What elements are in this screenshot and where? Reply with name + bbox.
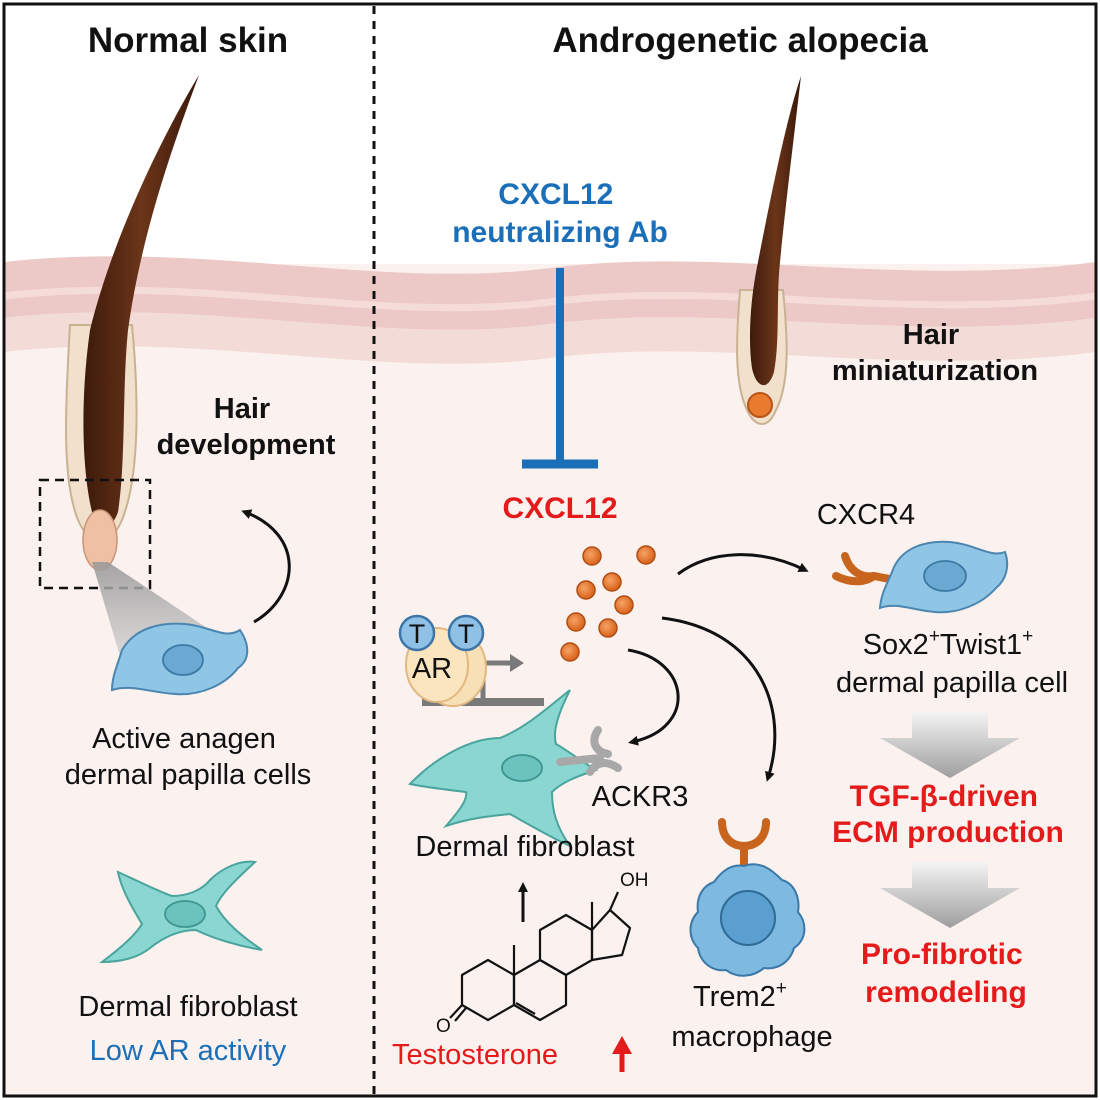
miniaturized-dermal-papilla	[747, 392, 773, 418]
miniaturized-hair-follicle	[736, 76, 801, 425]
dermis-layer	[4, 312, 1096, 364]
t-label-1: T	[409, 619, 426, 649]
cxcl12-particle	[582, 546, 602, 566]
ar-label: AR	[412, 653, 452, 685]
trem2-macrophage	[689, 863, 806, 977]
pro-fibrotic-label: Pro-fibrotic remodeling	[861, 938, 1031, 1009]
hair-development-label: Hair development	[157, 393, 336, 461]
testosterone-structure	[449, 891, 632, 1022]
dp-cells-label: Active anagen dermal papilla cells	[65, 723, 312, 791]
hair-development-arrow	[241, 509, 291, 624]
androgen-receptor-complex	[398, 614, 544, 707]
normal-fibroblast	[98, 860, 263, 964]
zoom-box	[38, 478, 152, 590]
inhibition-bar	[522, 268, 598, 469]
ackr3-label: ACKR3	[592, 781, 689, 813]
ackr3-receptor	[556, 726, 622, 776]
arrow-to-cxcr4	[677, 553, 809, 576]
arrow-to-macrophage	[661, 616, 777, 782]
cxcl12-particle	[614, 595, 634, 615]
tgf-ecm-label: TGF-β-driven ECM production	[832, 780, 1064, 849]
arrow-to-ackr3	[627, 648, 680, 746]
ketone-label: O	[436, 1016, 451, 1037]
active-dp-cell	[110, 622, 249, 696]
testosterone-label: Testosterone	[392, 1039, 558, 1071]
epidermis-layer	[4, 256, 1096, 330]
macrophage-label: Trem2+ macrophage	[671, 969, 832, 1053]
right-panel-title: Androgenetic alopecia	[552, 21, 928, 60]
left-panel-title: Normal skin	[88, 21, 288, 60]
dermal-papilla	[82, 509, 118, 571]
cxcl12-particle	[576, 580, 596, 600]
cxcl12-particle	[560, 642, 580, 662]
cxcl12-particles	[560, 545, 656, 662]
cxcl12-particle	[602, 572, 622, 592]
cxcr4-label: CXCR4	[817, 499, 915, 531]
down-arrow-tgf	[880, 712, 1020, 778]
antibody-label: CXCL12 neutralizing Ab	[452, 178, 668, 249]
normal-hair-follicle	[65, 75, 199, 571]
t-label-2: T	[458, 619, 475, 649]
cxcl12-particle	[636, 545, 656, 565]
sky-region	[4, 4, 1096, 264]
cxcl12-label: CXCL12	[502, 492, 617, 525]
cxcl12-particle	[598, 618, 618, 638]
testosterone-increase-arrow	[612, 1036, 632, 1072]
skin-highlight-line	[3, 286, 1097, 312]
left-fibroblast-label: Dermal fibroblast	[78, 991, 297, 1023]
low-ar-activity-label: Low AR activity	[90, 1035, 287, 1067]
sox2-twist1-dp-cell	[878, 540, 1009, 614]
right-fibroblast-label: Dermal fibroblast	[415, 831, 634, 863]
hydroxyl-label: OH	[620, 870, 649, 891]
down-arrow-fibrotic	[880, 862, 1020, 928]
dp-cell-label: Sox2+Twist1+ dermal papilla cell	[836, 617, 1068, 699]
cxcl12-particle	[566, 612, 586, 632]
hair-miniaturization-label: Hair miniaturization	[832, 319, 1038, 387]
aga-dermal-fibroblast	[408, 689, 599, 849]
